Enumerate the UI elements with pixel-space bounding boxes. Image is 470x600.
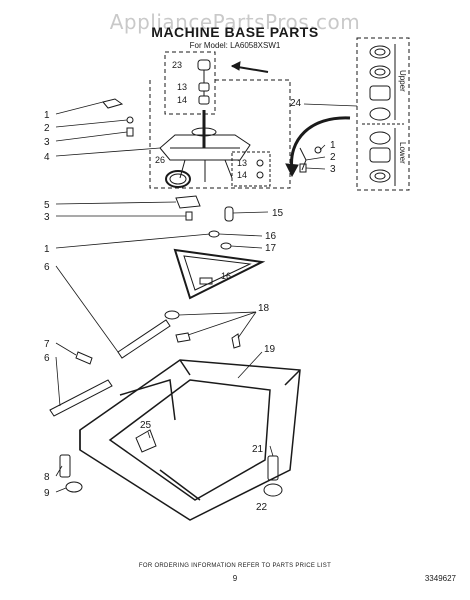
callout-18: 18 <box>258 303 270 314</box>
callout-13: 13 <box>177 82 187 92</box>
part-19-base-frame <box>79 359 301 521</box>
callout-3-mid: 3 <box>44 212 50 223</box>
bearing-lower-label: Lower <box>398 142 407 164</box>
upper-bearings <box>369 45 391 121</box>
callout-3: 3 <box>44 137 50 148</box>
callout-24: 24 <box>290 98 302 109</box>
part-2-washer-right <box>314 146 322 154</box>
callout-17: 17 <box>265 243 277 254</box>
assembly-outline <box>149 79 291 189</box>
inset-box-upper <box>164 51 216 115</box>
page-number: 9 <box>232 574 238 583</box>
callout-6: 6 <box>44 262 50 273</box>
callout-22: 22 <box>256 502 268 513</box>
callout-26: 25 <box>140 420 152 431</box>
part-22-foot-pad <box>263 483 283 497</box>
callout-5: 5 <box>44 200 50 211</box>
callout-3-right: 3 <box>330 164 336 175</box>
part-2-washer-left <box>126 116 134 124</box>
page-title: MACHINE BASE PARTS <box>151 24 319 40</box>
callout-15: 15 <box>272 208 284 219</box>
callout-19: 19 <box>264 344 276 355</box>
callout-2-right: 2 <box>330 152 336 163</box>
part-18-grommet-c <box>231 333 241 349</box>
part-8-foot-stem <box>59 454 71 478</box>
callout-21: 21 <box>252 444 264 455</box>
curved-arrow <box>290 116 351 171</box>
document-number: 3349627 <box>424 574 456 583</box>
callout-25: 26 <box>155 155 165 165</box>
part-15-pin <box>224 206 234 222</box>
part-23-cap <box>197 59 211 71</box>
lower-bearings <box>369 131 391 183</box>
part-18-grommet-b <box>175 332 191 343</box>
part-14-seal <box>198 95 210 105</box>
part-1-clip-right <box>299 147 307 171</box>
part-17-pump-mount <box>173 248 266 300</box>
part-18-grommet-a <box>164 310 180 320</box>
part-3-bolt-left <box>126 127 134 137</box>
part-3-bolt-mid <box>185 211 193 221</box>
callout-13-side: 13 <box>237 158 247 168</box>
part-6-rail-lower <box>49 379 113 417</box>
inset-box-side <box>231 151 271 187</box>
part-25-ring <box>165 170 191 188</box>
part-5-bracket <box>175 195 201 209</box>
callout-9: 9 <box>44 488 50 499</box>
part-16-clip <box>208 230 220 238</box>
callout-1-mid: 1 <box>44 244 50 255</box>
part-26-bracket <box>135 429 157 453</box>
callout-4: 4 <box>44 152 50 163</box>
bearing-kit-box <box>356 37 410 191</box>
model-subtitle: For Model: LA6058XSW1 <box>189 41 281 50</box>
ordering-info-note: FOR ORDERING INFORMATION REFER TO PARTS … <box>138 563 332 569</box>
part-1-clip-left <box>102 98 124 109</box>
callout-8: 8 <box>44 472 50 483</box>
callout-6-lower: 6 <box>44 353 50 364</box>
part-8-foot-pad <box>65 481 83 493</box>
callout-2: 2 <box>44 123 50 134</box>
callout-1-right: 1 <box>330 140 336 151</box>
callout-1: 1 <box>44 110 50 121</box>
watermark: AppliancePartsPros.com <box>109 10 361 34</box>
callout-23: 23 <box>172 60 182 70</box>
callout-7: 7 <box>44 339 50 350</box>
callout-14-side: 14 <box>237 170 247 180</box>
bearing-upper-label: Upper <box>398 70 407 92</box>
part-13-seal <box>198 82 210 92</box>
callout-14: 14 <box>177 95 187 105</box>
part-6-rail-upper <box>117 319 171 359</box>
callout-16: 16 <box>265 231 277 242</box>
callout-16-inner: 16 <box>221 271 231 281</box>
part-7-clip <box>75 351 93 365</box>
